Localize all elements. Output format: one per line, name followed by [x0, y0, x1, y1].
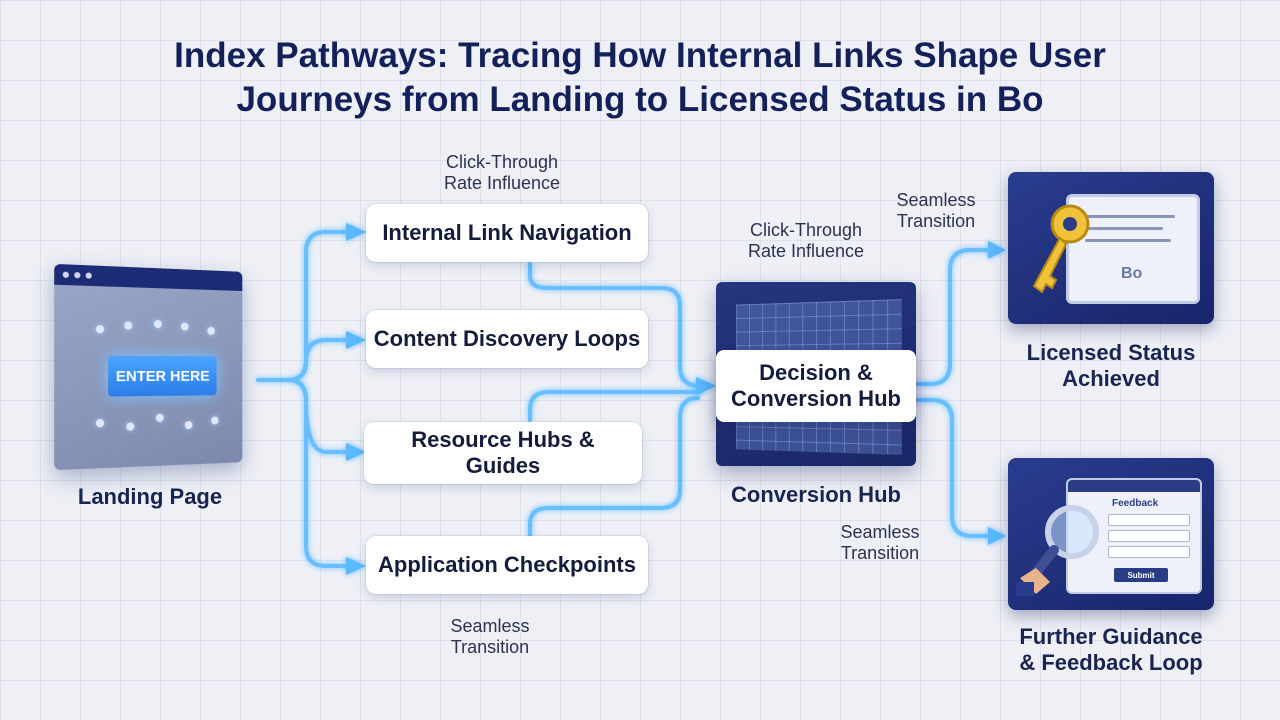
landing-page-caption: Landing Page	[77, 484, 223, 509]
hub-card-text: Decision & Conversion Hub	[731, 360, 901, 412]
connector-to-internal-link	[286, 230, 350, 382]
pathway-resource-hubs-guides[interactable]: Resource Hubs & Guides	[364, 422, 642, 484]
annotation-line: Click-Through	[445, 152, 559, 172]
title-line-2: Journeys from Landing to Licensed Status…	[236, 80, 1044, 119]
arrow-icon	[696, 377, 716, 395]
annotation-line: Click-Through	[749, 220, 863, 240]
connector-to-content-discovery	[286, 338, 350, 382]
arrow-icon	[346, 443, 366, 461]
guidance-feedback-tile: Feedback Submit	[1008, 458, 1214, 610]
arrow-icon	[346, 331, 366, 349]
enter-here-button[interactable]: ENTER HERE	[108, 355, 217, 397]
annotation-line: Transition	[840, 543, 920, 563]
caption-line: Licensed Status	[1026, 340, 1196, 365]
connector-hub-to-guidance	[914, 398, 992, 538]
annotation-line: Rate Influence	[747, 241, 865, 261]
pathway-content-discovery-loops[interactable]: Content Discovery Loops	[366, 310, 648, 368]
annotation-line: Transition	[896, 211, 976, 231]
caption-line: Further Guidance	[1019, 624, 1203, 649]
connector-internal-to-hub	[528, 262, 702, 388]
seamless-annotation-middle: Seamless Transition	[820, 522, 940, 564]
form-title: Feedback	[1112, 498, 1159, 509]
guidance-feedback-caption: Further Guidance & Feedback Loop	[996, 624, 1226, 676]
circuit-node	[184, 421, 193, 430]
ctr-annotation-top: Click-Through Rate Influence	[402, 152, 602, 194]
arrow-icon	[346, 557, 366, 575]
seamless-annotation-top: Seamless Transition	[876, 190, 996, 232]
arrow-icon	[346, 223, 366, 241]
arrow-icon	[988, 527, 1006, 545]
seamless-annotation-bottom: Seamless Transition	[430, 616, 550, 658]
annotation-line: Seamless	[896, 190, 976, 210]
connector-to-resource-hubs	[286, 378, 350, 454]
landing-page-browser: ENTER HERE	[54, 263, 243, 471]
circuit-node	[180, 322, 189, 331]
ctr-annotation-middle: Click-Through Rate Influence	[706, 220, 906, 262]
circuit-node	[211, 416, 219, 425]
annotation-line: Seamless	[450, 616, 530, 636]
pathway-application-checkpoints[interactable]: Application Checkpoints	[366, 536, 648, 594]
circuit-node	[95, 325, 105, 334]
form-submit-button[interactable]: Submit	[1114, 568, 1168, 582]
circuit-node	[155, 413, 164, 422]
caption-line: & Feedback Loop	[1019, 650, 1203, 675]
page-title: Index Pathways: Tracing How Internal Lin…	[40, 34, 1240, 122]
connector-to-checkpoints	[286, 378, 350, 568]
pathway-internal-link-navigation[interactable]: Internal Link Navigation	[366, 204, 648, 262]
caption-line: Achieved	[1062, 366, 1160, 391]
certificate-icon: Bo	[1066, 194, 1200, 304]
annotation-line: Transition	[450, 637, 530, 657]
connector-hub-to-licensed	[914, 248, 992, 386]
key-icon	[1032, 204, 1090, 294]
conversion-hub-caption: Conversion Hub	[731, 482, 901, 507]
decision-conversion-hub-card[interactable]: Decision & Conversion Hub	[716, 350, 916, 422]
circuit-node	[153, 320, 162, 329]
licensed-status-caption: Licensed Status Achieved	[996, 340, 1226, 392]
connector-checkpoint-to-hub	[528, 396, 700, 538]
circuit-node	[124, 321, 133, 330]
circuit-node	[126, 422, 135, 431]
title-line-1: Index Pathways: Tracing How Internal Lin…	[174, 36, 1106, 75]
licensed-status-tile: Bo	[1008, 172, 1214, 324]
arrow-icon	[988, 241, 1006, 259]
certificate-text: Bo	[1121, 265, 1143, 282]
magnifier-icon	[1016, 505, 1099, 596]
connector-resource-to-hub	[528, 390, 702, 422]
annotation-line: Seamless	[840, 522, 920, 542]
pathway-label: Resource Hubs & Guides	[411, 427, 595, 478]
annotation-line: Rate Influence	[443, 173, 561, 193]
circuit-node	[207, 326, 215, 335]
hub-card-line: Decision &	[759, 360, 873, 385]
hub-card-line: Conversion Hub	[731, 386, 901, 411]
circuit-node	[95, 419, 105, 428]
